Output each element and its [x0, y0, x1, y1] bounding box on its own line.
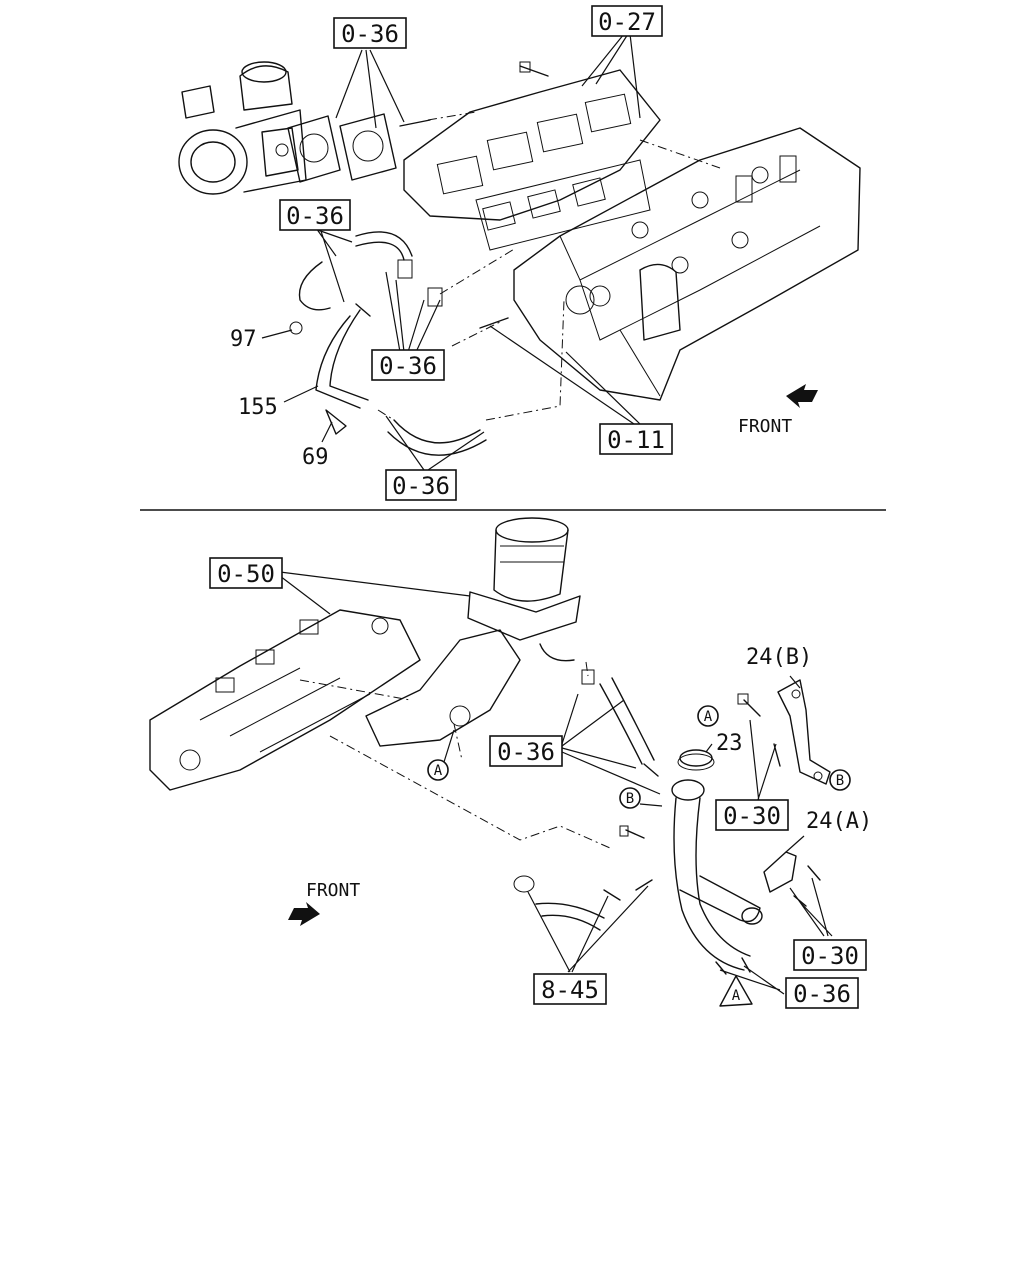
ref-box-0-36-lower: 0-36: [385, 469, 457, 501]
bolts-bottom: [619, 693, 821, 907]
svg-text:0-11: 0-11: [607, 426, 665, 454]
part-label-23: 23: [716, 731, 743, 756]
part-label-69: 69: [302, 445, 329, 470]
turbocharger: [178, 61, 307, 195]
svg-text:A: A: [704, 709, 713, 725]
svg-text:0-30: 0-30: [723, 802, 781, 830]
ref-box-0-36-bottom-middle: 0-36: [489, 735, 563, 767]
ref-box-0-30-upper: 0-30: [715, 799, 789, 831]
part-label-155: 155: [238, 395, 278, 420]
ref-box-8-45: 8-45: [533, 973, 607, 1005]
ref-box-0-36-middle: 0-36: [371, 349, 445, 381]
water-hoses-top: [298, 231, 509, 456]
ref-box-0-27: 0-27: [591, 5, 663, 37]
oil-filter-bracket: [365, 629, 575, 747]
svg-text:0-36: 0-36: [392, 472, 450, 500]
svg-text:0-50: 0-50: [217, 560, 275, 588]
ref-box-0-50: 0-50: [209, 557, 283, 589]
ref-box-0-36-top: 0-36: [333, 17, 407, 49]
ref-box-0-36-bottom-right: 0-36: [785, 977, 859, 1009]
svg-text:0-36: 0-36: [793, 980, 851, 1008]
svg-text:8-45: 8-45: [541, 976, 599, 1004]
bracket-24b: [777, 679, 831, 785]
hose-8-45: [513, 875, 653, 931]
svg-text:0-36: 0-36: [286, 202, 344, 230]
svg-text:0-36: 0-36: [497, 738, 555, 766]
coolant-pipe-97-155: [289, 303, 371, 435]
oil-cooler: [149, 609, 421, 791]
svg-text:0-36: 0-36: [341, 20, 399, 48]
svg-text:0-30: 0-30: [801, 942, 859, 970]
water-hose-bottom: [581, 669, 659, 777]
o-ring-23: [679, 749, 713, 767]
front-label-top: FRONT: [738, 416, 792, 437]
stud-bolts: [399, 61, 549, 127]
svg-text:0-36: 0-36: [379, 352, 437, 380]
part-label-24a: 24(A): [806, 809, 872, 834]
ref-box-0-36-left: 0-36: [279, 199, 351, 231]
callout-b-pipe: B: [619, 787, 641, 809]
svg-text:A: A: [732, 988, 741, 1004]
svg-text:A: A: [434, 763, 443, 779]
part-label-97: 97: [230, 327, 257, 352]
callout-a-oil-bracket: A: [427, 759, 449, 781]
part-label-24b: 24(B): [746, 645, 812, 670]
front-arrow-bottom: [288, 902, 320, 926]
oil-filter: [467, 517, 581, 641]
svg-text:B: B: [836, 773, 844, 789]
front-arrow-top: [786, 384, 818, 408]
exhaust-manifold: [403, 69, 661, 251]
cylinder-head: [513, 127, 861, 401]
svg-text:0-27: 0-27: [598, 8, 656, 36]
ref-box-0-11: 0-11: [599, 423, 673, 455]
water-pipe-assembly: [671, 753, 763, 971]
bracket-24a: [763, 851, 797, 893]
callout-a-o-ring: A: [697, 705, 719, 727]
svg-text:B: B: [626, 791, 634, 807]
ref-box-0-30-lower: 0-30: [793, 939, 867, 971]
callout-a-gasket: A: [732, 988, 741, 1004]
turbo-gaskets: [287, 113, 397, 183]
callout-b-bracket: B: [829, 769, 851, 791]
front-label-bottom: FRONT: [306, 880, 360, 901]
